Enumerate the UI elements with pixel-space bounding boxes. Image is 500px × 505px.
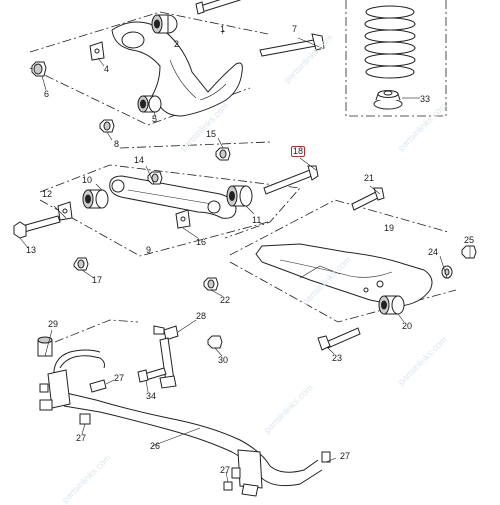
callout-20[interactable]: 20	[402, 321, 413, 331]
callout-1[interactable]: 1	[220, 24, 226, 34]
nut-6	[31, 61, 47, 77]
callout-4[interactable]: 4	[104, 64, 110, 74]
callout-2[interactable]: 2	[174, 39, 180, 49]
callout-14[interactable]: 14	[134, 155, 145, 165]
bolt-7	[259, 33, 325, 57]
bracket-4	[89, 41, 105, 61]
callout-25[interactable]: 25	[464, 235, 475, 245]
callout-9[interactable]: 9	[146, 245, 152, 255]
bushing-10	[82, 189, 109, 209]
spring-frame	[345, 0, 447, 117]
callout-11[interactable]: 11	[252, 215, 262, 225]
callout-7[interactable]: 7	[292, 24, 298, 34]
bolts-27	[79, 379, 331, 491]
stabilizer-bracket-right	[231, 449, 263, 497]
callout-27[interactable]: 27	[114, 373, 125, 383]
nut-30	[207, 335, 223, 349]
callout-5[interactable]: 5	[152, 114, 158, 124]
nut-25	[461, 245, 477, 259]
nut-22	[203, 277, 219, 291]
lower-link-arm	[109, 175, 237, 219]
bushing-20	[378, 295, 405, 315]
bolt-21	[351, 187, 385, 211]
callout-33[interactable]: 33	[420, 94, 431, 104]
callout-19[interactable]: 19	[384, 223, 395, 233]
bolt-18	[263, 165, 319, 195]
callout-22[interactable]: 22	[220, 295, 231, 305]
callout-29[interactable]: 29	[48, 319, 59, 329]
spring-assembly	[345, 0, 447, 117]
callout-27[interactable]: 27	[76, 433, 87, 443]
callout-13[interactable]: 13	[26, 245, 37, 255]
callout-17[interactable]: 17	[92, 275, 103, 285]
callout-30[interactable]: 30	[218, 355, 229, 365]
callout-34[interactable]: 34	[146, 391, 157, 401]
bolt-13	[13, 215, 61, 239]
callout-23[interactable]: 23	[332, 353, 343, 363]
callout-24[interactable]: 24	[428, 247, 439, 257]
callout-27[interactable]: 27	[340, 451, 351, 461]
callout-10[interactable]: 10	[82, 175, 93, 185]
callout-28[interactable]: 28	[196, 311, 207, 321]
bushing-29	[37, 336, 53, 357]
nut-8	[99, 119, 115, 133]
coil-spring	[364, 5, 416, 79]
callout-26[interactable]: 26	[150, 441, 161, 451]
stabilizer-link-28	[153, 325, 179, 389]
bolt-23	[317, 327, 361, 351]
stabilizer-bracket-left	[39, 369, 71, 411]
upper-control-arm	[111, 21, 243, 117]
bushing-5	[137, 95, 162, 113]
nut-14	[147, 171, 163, 185]
bushing-11	[226, 185, 253, 207]
callout-15[interactable]: 15	[206, 129, 217, 139]
callout-18[interactable]: 18	[291, 146, 306, 157]
callout-27[interactable]: 27	[220, 465, 231, 475]
leader-lines	[19, 29, 471, 483]
spring-seat	[373, 90, 403, 110]
callout-8[interactable]: 8	[114, 139, 120, 149]
callout-6[interactable]: 6	[44, 89, 50, 99]
lower-control-arm	[255, 243, 433, 307]
bushing-2	[151, 14, 178, 34]
nut-17	[73, 257, 89, 271]
callout-21[interactable]: 21	[364, 173, 375, 183]
bracket-12	[57, 201, 73, 221]
nut-15	[215, 147, 231, 161]
bolt-3	[195, 0, 241, 15]
bracket-16	[175, 209, 191, 229]
bolt-34	[137, 367, 167, 383]
callout-16[interactable]: 16	[196, 237, 207, 247]
callout-12[interactable]: 12	[42, 189, 53, 199]
